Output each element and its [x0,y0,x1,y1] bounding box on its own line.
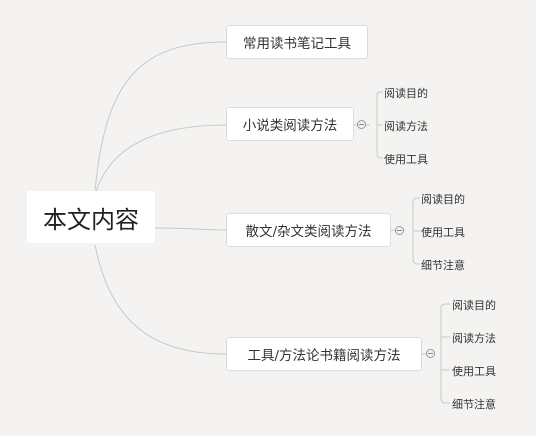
branch-label: 工具/方法论书籍阅读方法 [247,348,401,364]
leaf-node[interactable]: 阅读方法 [452,332,496,345]
leaf-node[interactable]: 使用工具 [421,226,465,239]
collapse-toggle-b3[interactable] [426,349,435,358]
collapse-toggle-b2[interactable] [395,226,404,235]
leaf-node[interactable]: 阅读目的 [421,193,465,206]
leaf-node[interactable]: 细节注意 [452,398,496,411]
root-label: 本文内容 [43,205,139,234]
connector-root-b2 [154,227,227,231]
connector-b3-bracket [440,303,450,404]
connector-root-b3 [94,244,227,355]
leaf-node[interactable]: 阅读目的 [384,87,428,100]
collapse-toggle-b1[interactable] [357,120,366,129]
connector-root-b0 [94,41,227,193]
leaf-node[interactable]: 使用工具 [384,153,428,166]
leaf-node[interactable]: 使用工具 [452,365,496,378]
root-node[interactable]: 本文内容 [27,191,155,243]
leaf-node[interactable]: 阅读方法 [384,120,428,133]
branch-label: 常用读书笔记工具 [243,36,351,52]
branch-node-3[interactable]: 工具/方法论书籍阅读方法 [226,337,422,371]
branch-label: 小说类阅读方法 [242,118,338,134]
leaf-node[interactable]: 阅读目的 [452,299,496,312]
connector-root-b1 [94,124,227,196]
branch-node-0[interactable]: 常用读书笔记工具 [226,25,368,59]
leaf-node[interactable]: 细节注意 [421,259,465,272]
branch-node-2[interactable]: 散文/杂文类阅读方法 [226,213,391,247]
branch-node-1[interactable]: 小说类阅读方法 [226,107,354,141]
branch-label: 散文/杂文类阅读方法 [245,224,372,240]
